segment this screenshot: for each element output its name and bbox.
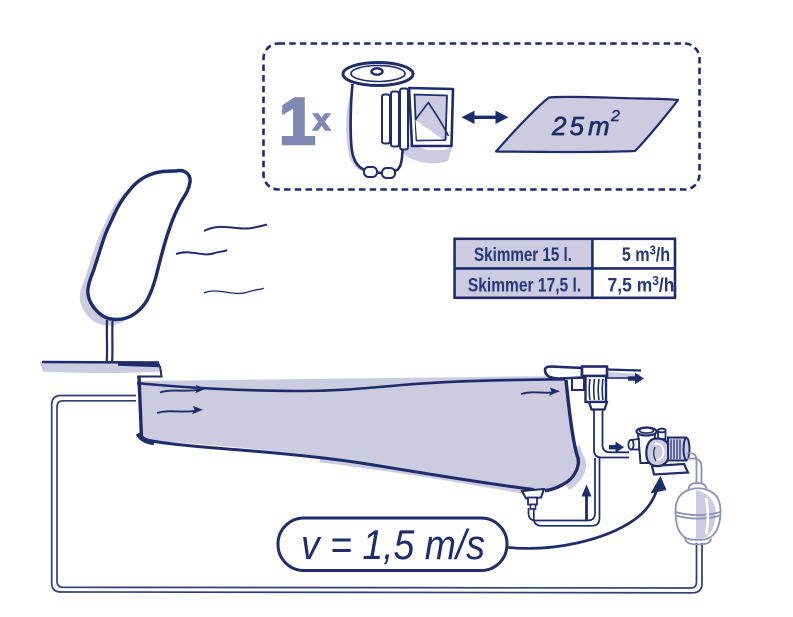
svg-text:m: m <box>588 111 610 141</box>
svg-text:Skimmer 17,5 l.: Skimmer 17,5 l. <box>468 274 581 296</box>
svg-text:1: 1 <box>279 84 316 158</box>
svg-text:2: 2 <box>610 108 620 125</box>
svg-text:x: x <box>313 102 331 137</box>
svg-text:25: 25 <box>551 111 587 141</box>
svg-text:Skimmer 15 l.: Skimmer 15 l. <box>474 243 572 265</box>
svg-text:7,5 m3/h: 7,5 m3/h <box>608 274 675 296</box>
svg-text:5 m3/h: 5 m3/h <box>622 243 670 266</box>
svg-text:v = 1,5 m/s: v = 1,5 m/s <box>301 521 485 568</box>
